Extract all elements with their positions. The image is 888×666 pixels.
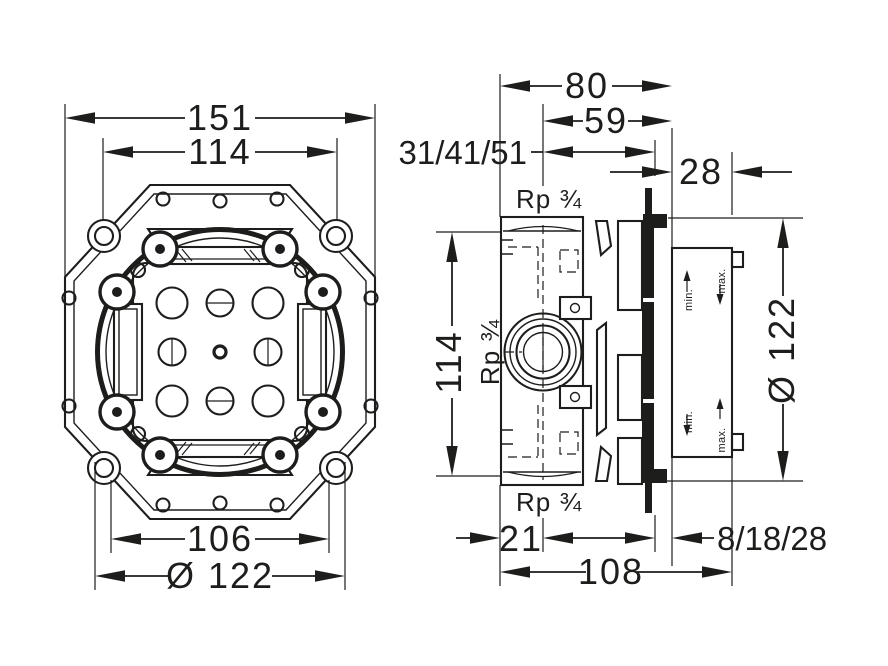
dim-axis-59: 59	[543, 100, 672, 141]
dim-21-label: 21	[499, 518, 543, 559]
dim-port-spacing-114: 114	[428, 232, 469, 476]
mounting-flange	[642, 188, 667, 513]
dim-width-151: 151	[64, 97, 376, 277]
flat-screw-holes	[61, 191, 379, 513]
min-top-label: min.	[683, 289, 695, 311]
plaster-adjustment-zone: min. max. min. max.	[670, 246, 745, 459]
dim-side-122-label: Ø 122	[761, 296, 802, 404]
flange-ring-outer	[95, 227, 345, 477]
port-bridge-left	[112, 302, 144, 402]
dim-cover-28: 28	[610, 151, 792, 192]
valve-body-section	[499, 188, 667, 513]
front-view: 151 114 106 Ø 122	[61, 97, 379, 596]
dim-106-label: 106	[187, 518, 253, 559]
dim-side-114-label: 114	[428, 330, 469, 393]
flange-ring-inner	[105, 237, 335, 467]
dim-81828-label: 8/18/28	[717, 520, 827, 557]
dim-rear-21: 21 8/18/28	[456, 518, 827, 559]
dim-80-label: 80	[565, 65, 609, 106]
thread-side-label: Rp ¾	[475, 319, 505, 385]
dim-59-label: 59	[584, 100, 628, 141]
dim-108-label: 108	[578, 551, 644, 592]
thread-top-label: Rp ¾	[516, 184, 582, 214]
max-bottom-label: max.	[716, 427, 728, 452]
dim-314151-label: 31/41/51	[399, 134, 527, 171]
port-bridge-right	[296, 302, 328, 402]
extension-lines	[436, 74, 803, 586]
housing-octagon-outer	[63, 183, 377, 521]
dim-114-label: 114	[188, 131, 251, 172]
dim-28-label: 28	[679, 151, 723, 192]
thread-bottom-label: Rp ¾	[516, 487, 582, 517]
diagonal-pin-holes	[129, 261, 311, 443]
dim-spacing-106: 106	[110, 480, 330, 559]
dim-depth-80: 80	[500, 65, 672, 106]
screw-bosses	[98, 230, 342, 474]
dim-diam122-label: Ø 122	[166, 555, 274, 596]
max-top-label: max.	[716, 268, 728, 293]
dim-variants-314151: 31/41/51	[399, 134, 655, 171]
dim-total-108: 108	[500, 551, 732, 592]
center-pin-hole	[212, 344, 228, 360]
valve-hole-grid	[155, 286, 285, 418]
dim-diameter-122: Ø 122	[94, 462, 346, 596]
housing-octagon-inner	[73, 193, 367, 511]
min-bottom-label: min.	[683, 411, 695, 433]
dim-spacing-114: 114	[102, 131, 338, 221]
minmax-markers: min. max. min. max.	[683, 268, 728, 452]
mounting-ears	[86, 218, 354, 486]
dim-escutcheon-122: Ø 122	[761, 218, 802, 481]
dim-151-label: 151	[187, 97, 253, 138]
side-view: min. max. min. max. Rp ¾ Rp ¾ Rp ¾ 80 59	[399, 65, 828, 592]
